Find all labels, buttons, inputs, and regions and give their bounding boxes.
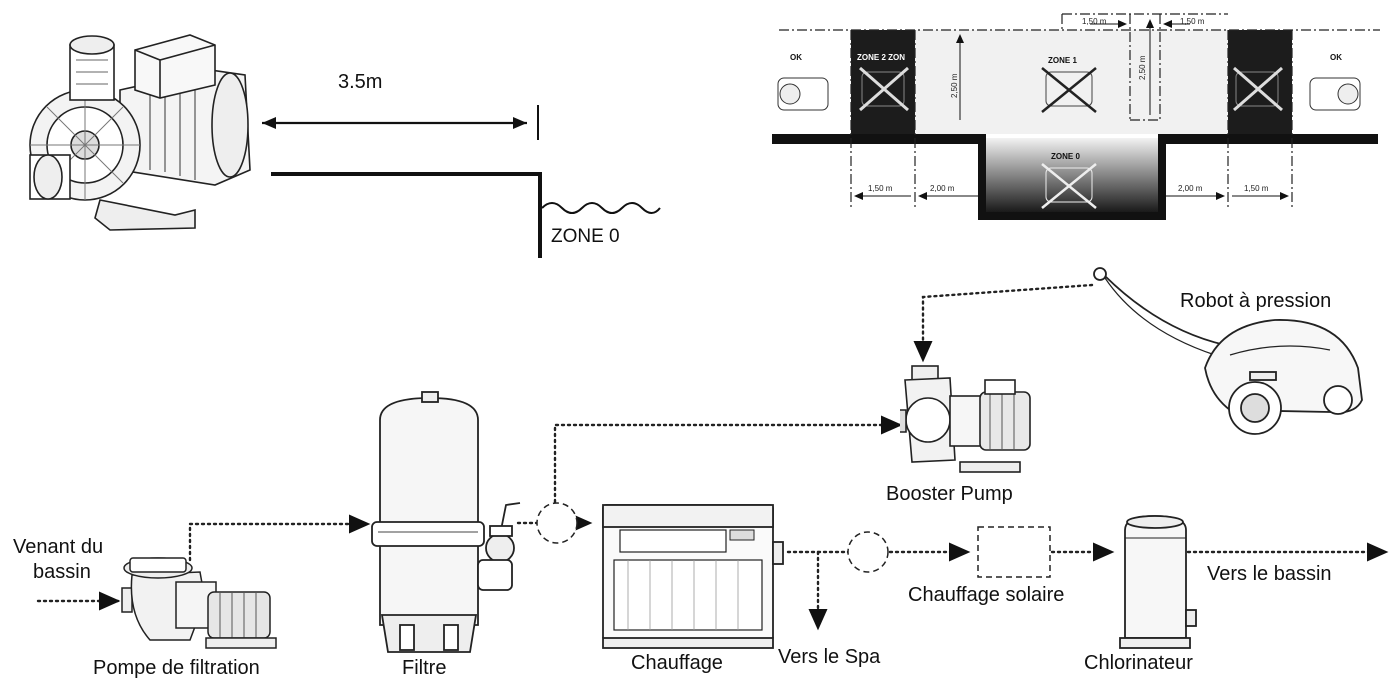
- filter-label: Filtre: [402, 657, 447, 679]
- valve-circle-1: [536, 502, 578, 544]
- zone0-label-diagram: ZONE 0: [1051, 152, 1080, 161]
- robot-label: Robot à pression: [1180, 290, 1332, 312]
- inlet-label-line1: Venant du: [13, 536, 104, 558]
- zone0-label-left: ZONE 0: [551, 226, 620, 247]
- booster-pump-illustration: [900, 365, 1031, 473]
- distance-label: 3.5m: [338, 71, 383, 93]
- dim-vertical-1: 2,50 m: [950, 73, 959, 98]
- filter-illustration: [371, 391, 521, 653]
- filtration-pump-label: Pompe de filtration: [93, 657, 260, 679]
- zone2-label: ZONE 2 ZON: [857, 53, 906, 62]
- dim-bottom-4: 1,50 m: [1244, 184, 1269, 193]
- dim-bottom-3: 2,00 m: [1178, 184, 1203, 193]
- dim-top-2: 1,50 m: [1180, 17, 1205, 26]
- pressure-robot-illustration: [1093, 267, 1363, 435]
- booster-pump-label: Booster Pump: [886, 483, 1013, 505]
- dim-vertical-2: 2,50 m: [1138, 55, 1147, 80]
- heater-label: Chauffage: [631, 652, 723, 674]
- water-waves: [541, 202, 661, 214]
- ok-label-left: OK: [790, 53, 802, 62]
- dim-bottom-2: 2,00 m: [930, 184, 955, 193]
- zone-diagram: [772, 13, 1380, 220]
- dim-bottom-1: 1,50 m: [868, 184, 893, 193]
- valve-circle-2: [847, 531, 889, 573]
- spa-label: Vers le Spa: [778, 646, 881, 668]
- pump-illustration-large: [29, 34, 251, 231]
- solar-heater-label: Chauffage solaire: [908, 584, 1065, 606]
- outlet-label: Vers le bassin: [1207, 563, 1332, 585]
- heater-illustration: [602, 504, 784, 649]
- chlorinator-illustration: [1119, 515, 1197, 649]
- zone1-label: ZONE 1: [1048, 56, 1077, 65]
- filtration-pump-illustration: [121, 557, 277, 649]
- inlet-label-line2: bassin: [33, 561, 91, 583]
- chlorinator-label: Chlorinateur: [1084, 652, 1193, 674]
- pool-edge: [271, 172, 542, 258]
- solar-heater-box: [977, 526, 1051, 578]
- ok-label-right: OK: [1330, 53, 1342, 62]
- dim-top-1: 1,50 m: [1082, 17, 1107, 26]
